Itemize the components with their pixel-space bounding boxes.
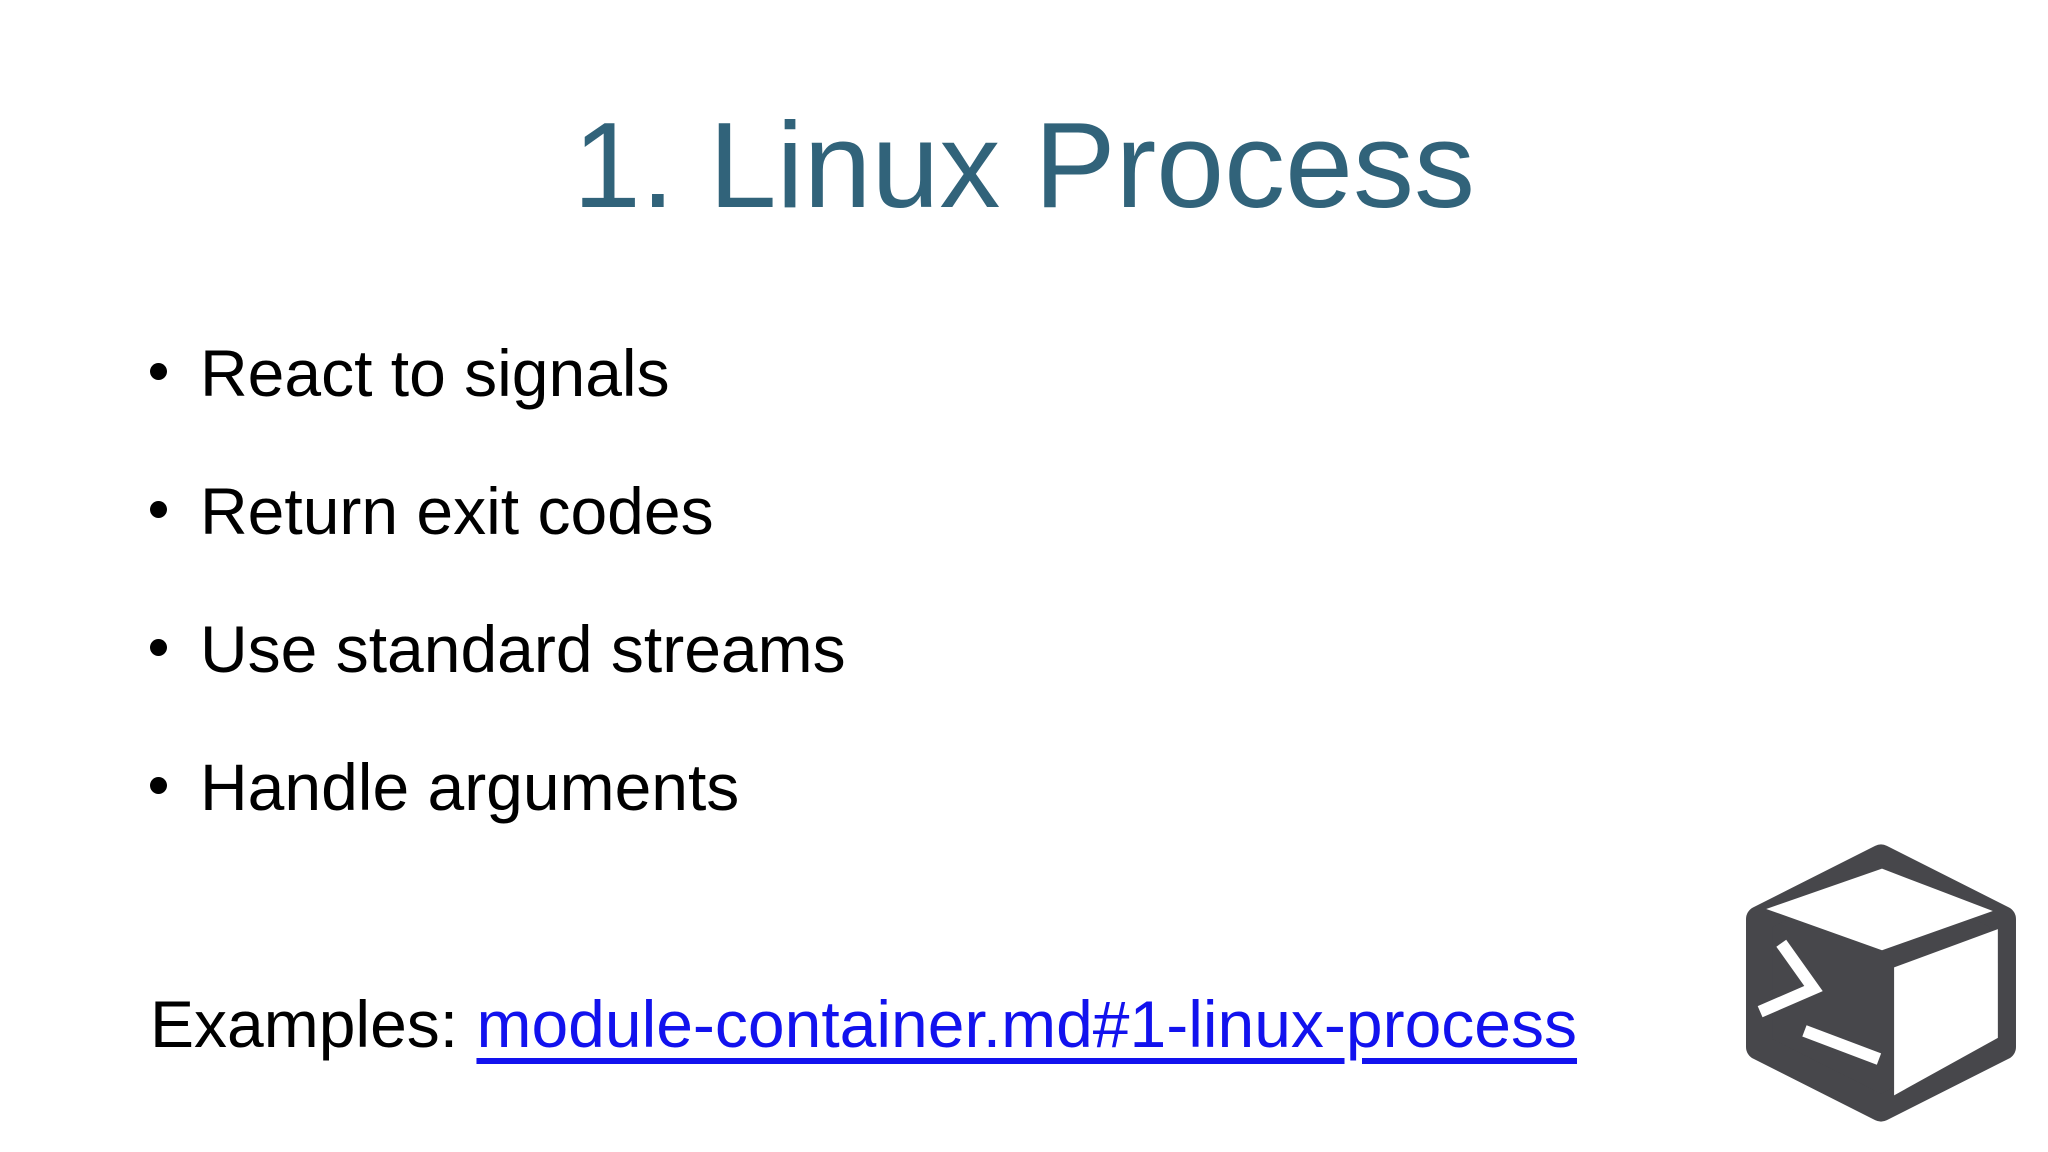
examples-link[interactable]: module-container.md#1-linux-process [476, 987, 1578, 1061]
list-item: Use standard streams [150, 616, 846, 682]
page-title: 1. Linux Process [573, 97, 1475, 233]
bullet-icon [150, 501, 167, 518]
list-item: Return exit codes [150, 478, 846, 544]
bullet-icon [150, 639, 167, 656]
terminal-container-box-icon [1745, 843, 2017, 1123]
bullet-list: React to signals Return exit codes Use s… [150, 340, 846, 892]
list-item: Handle arguments [150, 754, 846, 820]
bullet-icon [150, 777, 167, 794]
bullet-text: React to signals [200, 336, 670, 410]
examples-line: Examples: module-container.md#1-linux-pr… [150, 985, 1577, 1063]
bullet-text: Handle arguments [200, 750, 740, 824]
bullet-icon [150, 363, 167, 380]
bullet-text: Return exit codes [200, 474, 714, 548]
list-item: React to signals [150, 340, 846, 406]
examples-label: Examples: [150, 987, 459, 1061]
bullet-text: Use standard streams [200, 612, 846, 686]
